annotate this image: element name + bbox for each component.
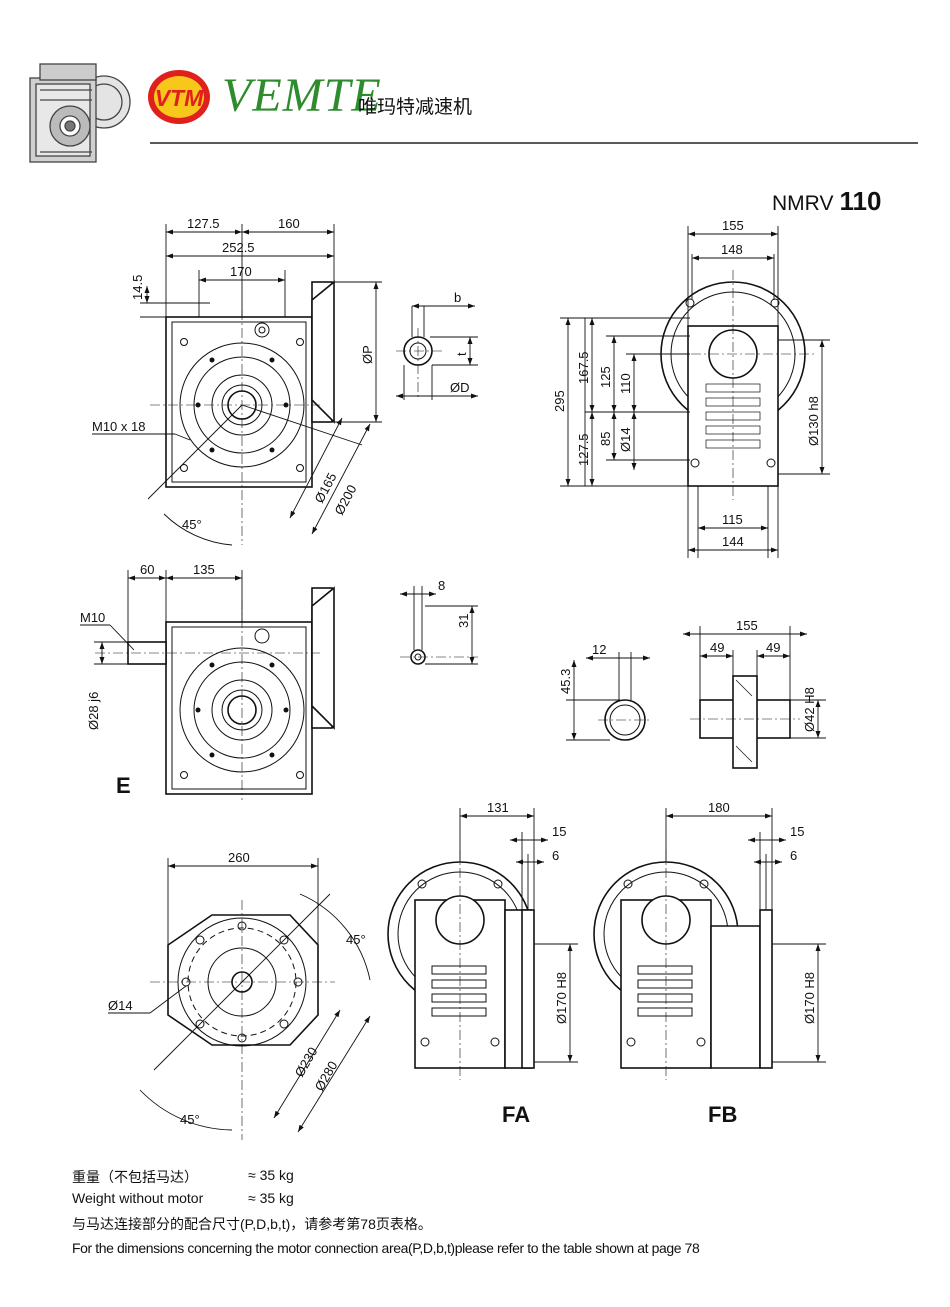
keyway-detail: b t ØD [396, 290, 478, 400]
dim-m10x18: M10 x 18 [92, 419, 145, 434]
dim-180: 180 [708, 800, 730, 815]
dim-31: 31 [456, 614, 471, 628]
dim-15-fb: 15 [790, 824, 804, 839]
dim-170-front: 170 [230, 264, 252, 279]
brand-chinese-name: 唯玛特减速机 [358, 96, 473, 118]
dim-45-3: 45.3 [558, 669, 573, 694]
dim-14-5: 14.5 [130, 275, 145, 300]
dim-49-right: 49 [766, 640, 780, 655]
dim-49-left: 49 [710, 640, 724, 655]
output-shaft-view: 155 49 49 Ø42 H8 [683, 618, 826, 769]
dim-6-fa: 6 [552, 848, 559, 863]
hollow-shaft-keyway: 12 45.3 [558, 642, 652, 741]
dim-85: 85 [598, 432, 613, 446]
weight-note-chinese: 重量（不包括马达）≈ 35 kg [72, 1167, 294, 1185]
dim-diameter-130-h8: Ø130 h8 [806, 396, 821, 446]
flange-view: 260 45° 45° Ø14 Ø230 Ø280 [108, 850, 371, 1140]
dim-295: 295 [552, 390, 567, 412]
svg-text:VTM: VTM [155, 85, 204, 111]
dim-15-fa: 15 [552, 824, 566, 839]
dim-155-shaft: 155 [736, 618, 758, 633]
view-label-fb: FB [708, 1102, 737, 1127]
connection-note-chinese: 与马达连接部分的配合尺寸(P,D,b,t)，请参考第78页表格。 [72, 1216, 432, 1232]
dim-6-fb: 6 [790, 848, 797, 863]
dim-127-5-side: 127.5 [576, 433, 591, 466]
side-view: 155 148 295 167.5 127.5 125 85 110 [552, 218, 830, 558]
dim-diameter-170-h8-fa: Ø170 H8 [554, 972, 569, 1024]
dim-167-5: 167.5 [576, 351, 591, 384]
dim-diameter-14-flange: Ø14 [108, 998, 133, 1013]
weight-note-english: Weight without motor≈ 35 kg [72, 1190, 294, 1206]
dim-125: 125 [598, 366, 613, 388]
dim-144: 144 [722, 534, 744, 549]
dim-diameter-14-side: Ø14 [618, 427, 633, 452]
dim-diameter-28-j6: Ø28 j6 [86, 692, 101, 730]
view-label-e: E [116, 773, 131, 798]
dim-diameter-165: Ø165 [311, 470, 339, 505]
dim-148-side: 148 [721, 242, 743, 257]
company-logo: VTM [148, 70, 210, 124]
fb-view: 180 15 6 Ø170 H8 [593, 800, 826, 1080]
dim-131: 131 [487, 800, 509, 815]
view-label-fa: FA [502, 1102, 530, 1127]
front-view: 127.5 160 252.5 170 14.5 ØP M10 x 18 [92, 216, 382, 546]
e-keyway-detail: 8 31 [400, 578, 478, 665]
dim-110: 110 [618, 373, 633, 394]
dim-155-side: 155 [722, 218, 744, 233]
dim-keyway-t: t [454, 352, 469, 356]
dim-keyway-b: b [454, 290, 461, 305]
dim-8: 8 [438, 578, 445, 593]
dim-45-deg-flange-top: 45° [346, 932, 366, 947]
dim-12: 12 [592, 642, 606, 657]
dim-45-deg-flange-bottom: 45° [180, 1112, 200, 1127]
dim-diameter-42-h8: Ø42 H8 [802, 687, 817, 732]
fa-view: 131 15 6 Ø170 H8 [387, 800, 578, 1080]
dim-diameter-170-h8-fb: Ø170 H8 [802, 972, 817, 1024]
dim-diameter-280: Ø280 [312, 1058, 341, 1093]
dim-m10: M10 [80, 610, 105, 625]
dim-diameter-d: ØD [450, 380, 470, 395]
dim-260: 260 [228, 850, 250, 865]
dim-135: 135 [193, 562, 215, 577]
brand-name: VEMTE [222, 69, 382, 122]
dim-252-5-front: 252.5 [222, 240, 255, 255]
e-view: 60 135 M10 Ø28 j6 [80, 562, 335, 800]
dim-diameter-200: Ø200 [331, 482, 359, 517]
gearbox-thumbnail [29, 63, 131, 163]
dim-60: 60 [140, 562, 154, 577]
dim-diameter-230: Ø230 [292, 1044, 321, 1079]
dim-diameter-p: ØP [360, 345, 375, 364]
connection-note-english: For the dimensions concerning the motor … [72, 1240, 700, 1256]
dim-45-deg-front: 45° [182, 517, 202, 532]
dim-127-5-front: 127.5 [187, 216, 220, 231]
dim-160-front: 160 [278, 216, 300, 231]
dim-115: 115 [722, 512, 743, 527]
